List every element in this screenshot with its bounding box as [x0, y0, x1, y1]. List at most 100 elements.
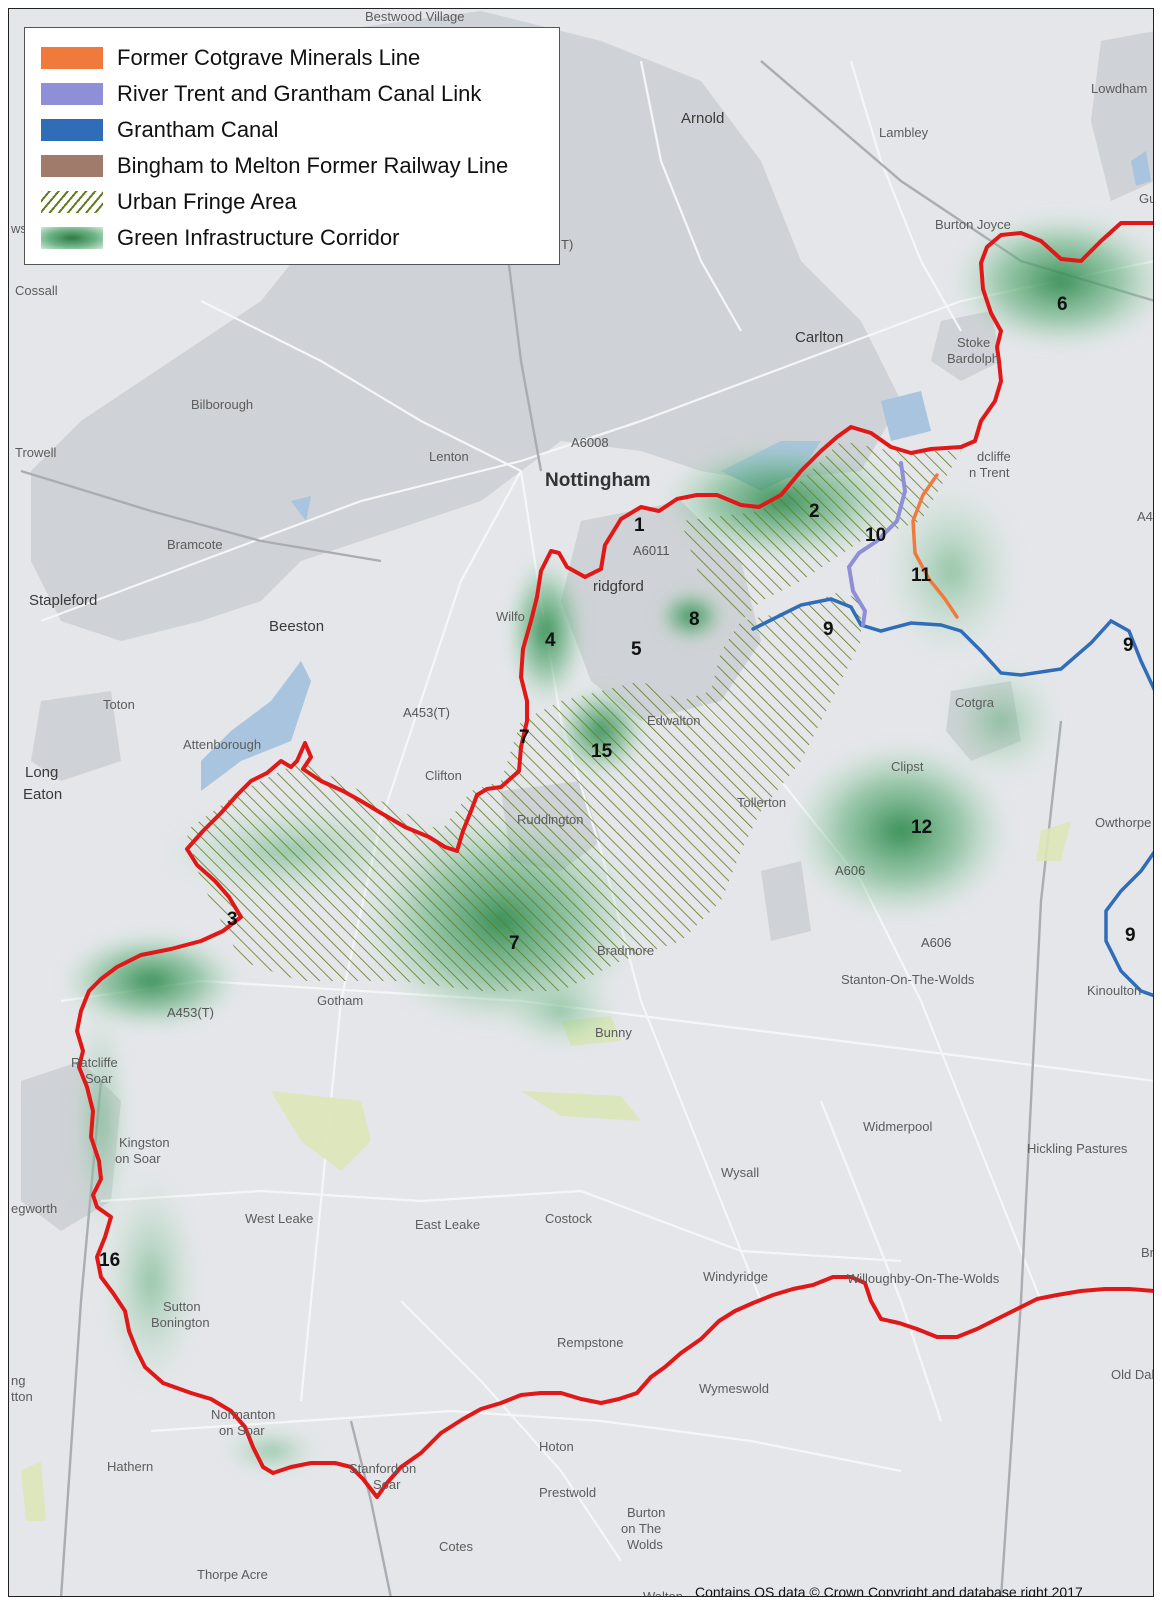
- place-label: Lowdham: [1091, 81, 1147, 96]
- hatch-swatch-icon: [41, 191, 103, 213]
- place-label: Bonington: [151, 1315, 210, 1330]
- orange-swatch-icon: [41, 47, 103, 69]
- place-label: Cotes: [439, 1539, 473, 1554]
- place-label: Wilfo: [496, 609, 525, 624]
- legend-label: Grantham Canal: [117, 117, 279, 142]
- place-label: Costock: [545, 1211, 592, 1226]
- road-label: A606: [921, 935, 951, 950]
- zone-label-1: 1: [634, 515, 645, 536]
- zone-label-7b: 7: [509, 933, 520, 954]
- legend-label: Green Infrastructure Corridor: [117, 225, 400, 250]
- legend-item: Grantham Canal: [41, 112, 559, 148]
- zone-label-9c: 9: [1125, 925, 1136, 946]
- legend-item: Bingham to Melton Former Railway Line: [41, 148, 559, 184]
- urban-fringe-areas: [186, 441, 961, 991]
- zone-label-16: 16: [99, 1250, 120, 1271]
- place-label: Widmerpool: [863, 1119, 932, 1134]
- place-label: Ratcliffe: [71, 1055, 118, 1070]
- legend-label: Urban Fringe Area: [117, 189, 297, 214]
- place-label: Rempstone: [557, 1335, 623, 1350]
- place-label: Gotham: [317, 993, 363, 1008]
- legend-label: Former Cotgrave Minerals Line: [117, 45, 421, 70]
- place-label: Stanton-On-The-Wolds: [841, 972, 975, 987]
- zone-label-6: 6: [1057, 294, 1068, 315]
- brown-swatch-icon: [41, 155, 103, 177]
- legend-item: Urban Fringe Area: [41, 184, 559, 220]
- river-trent-canal-link: [846, 461, 908, 627]
- place-label: Wysall: [721, 1165, 759, 1180]
- place-label: Normanton: [211, 1407, 275, 1422]
- blue-swatch-icon: [41, 119, 103, 141]
- place-label: Windyridge: [703, 1269, 768, 1284]
- road-label: A6011: [633, 543, 670, 558]
- place-label: West Leake: [245, 1211, 313, 1226]
- road-label: A6008: [571, 435, 609, 450]
- place-label: Hoton: [539, 1439, 574, 1454]
- place-label-city: Nottingham: [545, 470, 651, 491]
- zone-label-11: 11: [911, 565, 932, 586]
- legend-item: Green Infrastructure Corridor: [41, 220, 559, 256]
- map-frame[interactable]: Bestwood Village Arnold Lambley Lowdham …: [8, 8, 1154, 1597]
- lavender-swatch-icon: [41, 83, 103, 105]
- place-label: Bramcote: [167, 537, 223, 552]
- place-label: Kingston: [119, 1135, 170, 1150]
- zone-label-8: 8: [689, 609, 700, 630]
- place-label: Lenton: [429, 449, 469, 464]
- road-label: A453(T): [167, 1005, 214, 1020]
- woodland: [21, 821, 1071, 1521]
- place-label: Bestwood Village: [365, 9, 465, 24]
- place-label: Prestwold: [539, 1485, 596, 1500]
- place-label: East Leake: [415, 1217, 480, 1232]
- place-label: Wymeswold: [699, 1381, 769, 1396]
- place-label: Tollerton: [737, 795, 786, 810]
- place-label: Soar: [85, 1071, 113, 1086]
- zone-label-15: 15: [591, 741, 613, 762]
- place-label: Bradmore: [597, 943, 654, 958]
- zone-label-3: 3: [227, 909, 238, 930]
- district-boundary: [75, 221, 1153, 1499]
- place-label: Edwalton: [647, 713, 700, 728]
- place-label: Stoke: [957, 335, 990, 350]
- place-label: Willoughby-On-The-Wolds: [847, 1271, 1000, 1286]
- road-labels: A6008 A6011 A453(T) A453(T) A606 A606 T): [167, 237, 951, 1020]
- place-label: Hickling Pastures: [1027, 1141, 1128, 1156]
- place-label: Bro: [1141, 1245, 1154, 1260]
- place-label: Arnold: [681, 110, 724, 127]
- place-label: Walton: [643, 1589, 683, 1597]
- former-cotgrave-minerals-line: [911, 473, 959, 619]
- place-label: Lambley: [879, 125, 929, 140]
- place-label: Clifton: [425, 768, 462, 783]
- place-label: Old Dal: [1111, 1367, 1154, 1382]
- road-label: T): [561, 237, 573, 252]
- place-label: Soar: [373, 1477, 401, 1492]
- zone-label-10: 10: [865, 525, 886, 546]
- place-label: dcliffe: [977, 449, 1011, 464]
- place-label: ws: [10, 221, 27, 236]
- place-label: on The: [621, 1521, 661, 1536]
- zone-label-9: 9: [823, 619, 834, 640]
- place-label: A4: [1137, 509, 1153, 524]
- place-label: Stanford on: [349, 1461, 416, 1476]
- place-label: Bilborough: [191, 397, 253, 412]
- place-label: Attenborough: [183, 737, 261, 752]
- zone-label-4: 4: [545, 630, 556, 651]
- place-label: Bardolph: [947, 351, 999, 366]
- place-label: Owthorpe: [1095, 815, 1151, 830]
- place-label: Stapleford: [29, 592, 97, 609]
- place-label: Toton: [103, 697, 135, 712]
- place-label: Clipst: [891, 759, 924, 774]
- road-label: A606: [835, 863, 865, 878]
- place-label: Cossall: [15, 283, 58, 298]
- legend-item: Former Cotgrave Minerals Line: [41, 40, 559, 76]
- place-label: Burton Joyce: [935, 217, 1011, 232]
- place-label: Cotgra: [955, 695, 995, 710]
- place-label: Burton: [627, 1505, 665, 1520]
- place-label: ng: [11, 1373, 25, 1388]
- zone-label-9b: 9: [1123, 635, 1134, 656]
- green-gradient-swatch-icon: [41, 227, 103, 249]
- zone-labels: 1 2 3 4 5 6 7 7 8 9 9 9 10 11 12 15 16: [99, 294, 1136, 1271]
- map-canvas[interactable]: Bestwood Village Arnold Lambley Lowdham …: [9, 9, 1154, 1597]
- place-label: Eaton: [23, 786, 62, 803]
- place-label: Thorpe Acre: [197, 1567, 268, 1582]
